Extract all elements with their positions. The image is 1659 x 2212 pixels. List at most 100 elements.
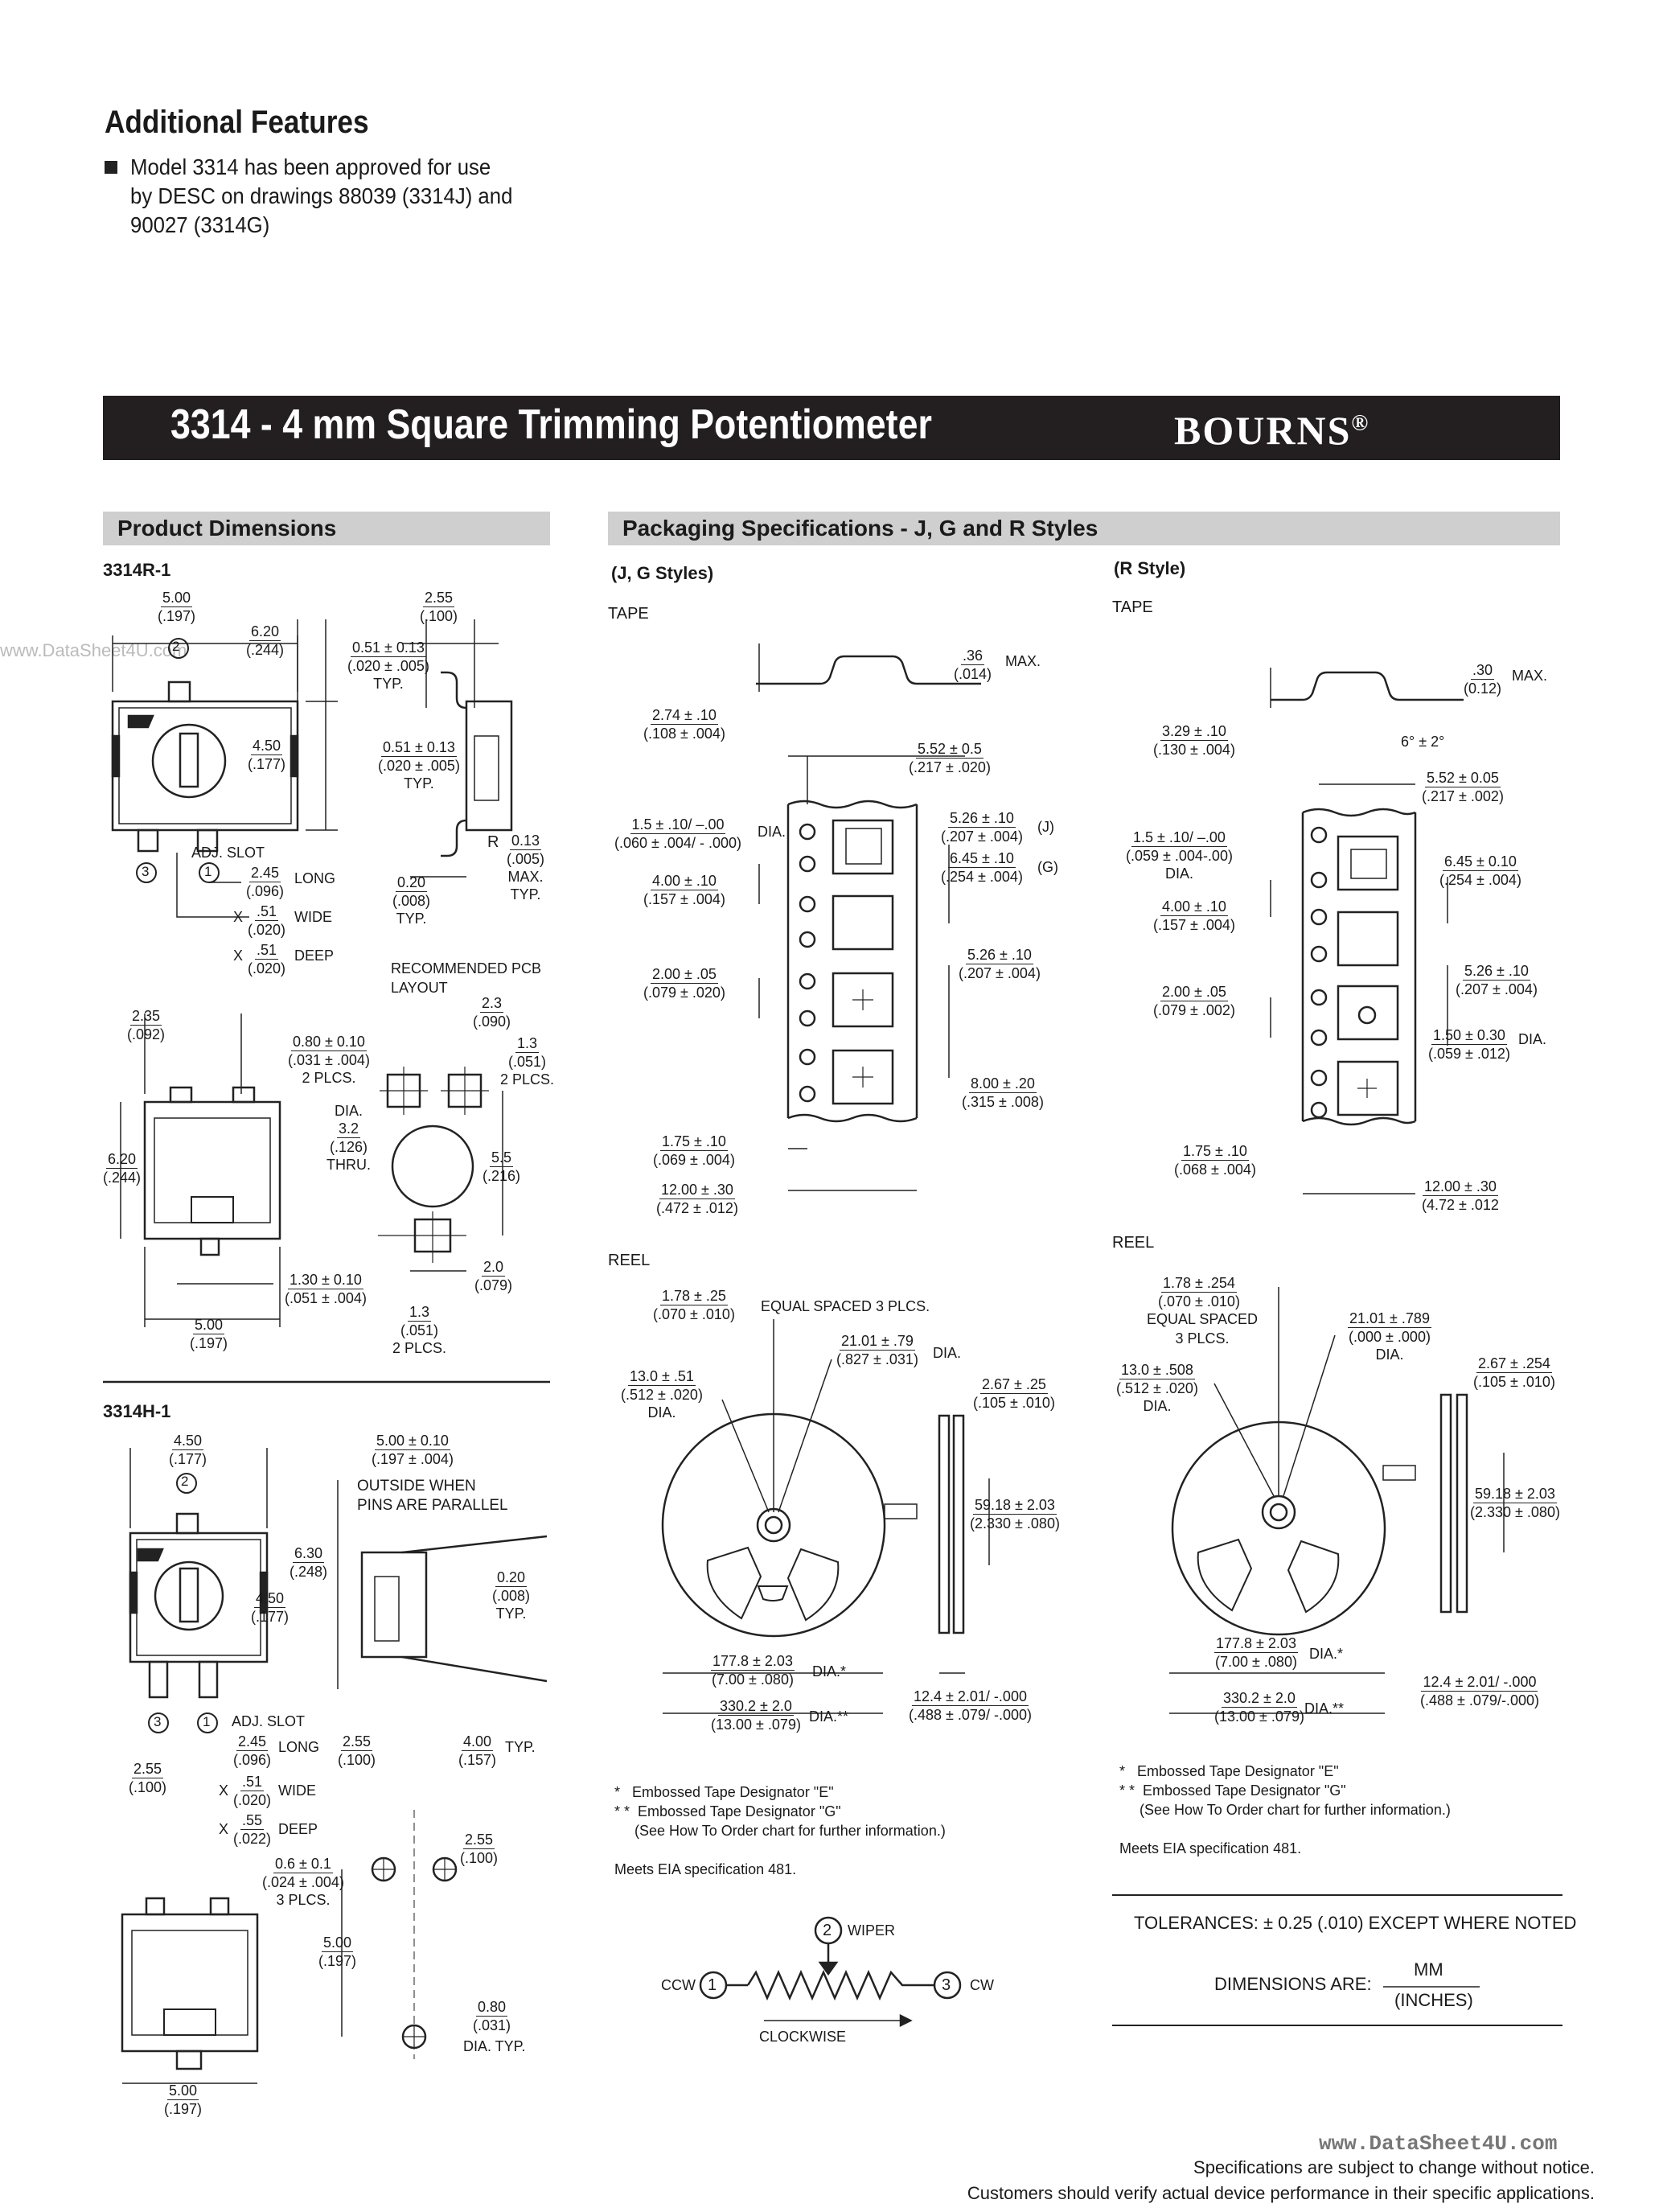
jg-max-label: MAX. (1005, 653, 1041, 669)
pcb-dim-13: 1.3(.051)2 PLCS. (500, 1035, 555, 1087)
pcb-dim-20: 2.0(.079) (474, 1259, 513, 1293)
r-dim-329: 3.29 ± .10(.130 ± .004) (1153, 723, 1235, 758)
r-dim-200: 2.00 ± .05(.079 ± .002) (1153, 984, 1235, 1018)
jgreel-dia-2star: DIA.** (809, 1708, 849, 1725)
jg-dim-526b: 5.26 ± .10(.207 ± .004) (959, 947, 1041, 981)
r-angle-label: 6° ± 2° (1401, 734, 1445, 750)
h1-dim-630: 6.30(.248) (290, 1545, 328, 1580)
r1-dim-130: 1.30 ± 0.10(.051 ± .004) (285, 1272, 367, 1306)
jgreel-dim-130: 13.0 ± .51(.512 ± .020)DIA. (621, 1368, 703, 1421)
h1-front-view (121, 1897, 259, 2084)
r1-dim-slot-wide: .51(.020) (248, 903, 286, 938)
features-title: Additional Features (105, 105, 369, 140)
h1-adj-slot: ADJ. SLOT (232, 1713, 306, 1729)
h1-pin-3-label: 3 (154, 1714, 162, 1729)
h1-wide-label: WIDE (278, 1782, 316, 1799)
h1-dim-pcb-255: 2.55(.100) (460, 1832, 499, 1866)
jgreel-dim-178: 1.78 ± .25(.070 ± .010) (653, 1288, 735, 1322)
h1-dim-020: 0.20(.008)TYP. (492, 1569, 531, 1622)
h1-dim-255: 2.55(.100) (338, 1733, 376, 1768)
rreel-dim-3302: 330.2 ± 2.0(13.00 ± .079) (1214, 1690, 1304, 1725)
jg-dim-645: 6.45 ± .10(.254 ± .004) (941, 850, 1023, 885)
jg-reel-drawing (661, 1319, 990, 1714)
unit-mm: MM (1414, 1959, 1443, 1980)
r1-dim-pin-thickness: 0.51 ± 0.13(.020 ± .005)TYP. (347, 639, 429, 692)
h1-dim-080: 0.80(.031) (473, 1999, 511, 2033)
style-jg: (J, G Styles) (611, 563, 714, 583)
rreel-dim-2101: 21.01 ± .789(.000 ± .000)DIA. (1348, 1310, 1431, 1363)
r-dim-526: 5.26 ± .10(.207 ± .004) (1456, 963, 1538, 997)
r1-front-view (120, 1013, 281, 1327)
jg-dim-400: 4.00 ± .10(.157 ± .004) (643, 873, 725, 907)
r-dim-400: 4.00 ± .10(.157 ± .004) (1153, 898, 1235, 933)
unit-inches: (INCHES) (1394, 1990, 1473, 2010)
h1-dim-500: 5.00 ± 0.10(.197 ± .004) (372, 1433, 454, 1467)
h1-x-label: X (219, 1782, 229, 1799)
jg-j-label: (J) (1037, 819, 1054, 835)
jgreel-dim-1778: 177.8 ± 2.03(7.00 ± .080) (711, 1653, 795, 1688)
model-3314r1: 3314R-1 (103, 560, 171, 580)
r-dim-150: 1.50 ± 0.30(.059 ± .012) (1428, 1027, 1510, 1062)
tolerance-text: TOLERANCES: ± 0.25 (.010) EXCEPT WHERE N… (1134, 1913, 1577, 1933)
notes-jg: * Embossed Tape Designator "E" * * Embos… (614, 1784, 946, 1877)
r-dia-label: DIA. (1518, 1031, 1547, 1047)
pin-1-label: 1 (204, 864, 212, 879)
jg-dim-526: 5.26 ± .10(.207 ± .004) (941, 810, 1023, 845)
tape-label-r: TAPE (1112, 598, 1153, 616)
model-3314h1: 3314H-1 (103, 1401, 171, 1421)
rreel-dim-178: 1.78 ± .254(.070 ± .010) (1158, 1275, 1240, 1310)
h1-dim-255-left: 2.55(.100) (129, 1761, 167, 1795)
features-list: Model 3314 has been approved for use by … (105, 153, 603, 240)
r1-dim-front-width: 5.00(.197) (190, 1317, 228, 1351)
r1-adj-slot: ADJ. SLOT (191, 845, 265, 861)
h1-pin-1-label: 1 (203, 1714, 211, 1729)
h1-deep-label: DEEP (278, 1821, 318, 1837)
sch-pin-3: 3 (942, 1976, 951, 1994)
h1-pcb-layout (341, 1810, 458, 2059)
sch-pin-2: 2 (823, 1922, 832, 1939)
jgreel-dia-star: DIA.* (812, 1663, 847, 1680)
rreel-dim-124: 12.4 ± 2.01/ -.000(.488 ± .079/-.000) (1420, 1674, 1539, 1708)
h1-dim-width: 4.50(.177) (169, 1433, 207, 1467)
jg-dim-274: 2.74 ± .10(.108 ± .004) (643, 707, 725, 742)
r1-dim-slot-long: 2.45(.096) (246, 865, 285, 899)
footer-line-2: Customers should verify actual device pe… (967, 2183, 1595, 2203)
r1-side-view (402, 619, 513, 878)
r1-wide-label: WIDE (294, 909, 332, 925)
jg-tape-drawing (756, 643, 981, 1191)
jgreel-dim-267: 2.67 ± .25(.105 ± .010) (973, 1376, 1055, 1411)
pcb-dim-hole: DIA.3.2(.126)THRU. (326, 1103, 371, 1173)
r-tape-drawing (1270, 668, 1464, 1194)
feature-item: Model 3314 has been approved for use by … (130, 154, 513, 237)
section-product-dimensions: Product Dimensions (103, 512, 550, 545)
h1-top-view (129, 1448, 269, 1733)
h1-dim-400: 4.00(.157) (458, 1733, 497, 1768)
h1-long-label: LONG (278, 1739, 320, 1755)
h1-dim-245: 2.45(.096) (233, 1733, 272, 1768)
jg-g-label: (G) (1037, 859, 1058, 875)
tape-label-jg: TAPE (608, 605, 649, 623)
r1-dim-height: 6.20(.244) (246, 623, 285, 658)
jgreel-dim-5918: 59.18 ± 2.03(2.330 ± .080) (970, 1497, 1060, 1532)
jg-dim-036: .36(.014) (954, 648, 992, 682)
h1-dim-450: 4.50(.177) (251, 1590, 290, 1625)
r1-long-label: LONG (294, 870, 336, 886)
reel-label-jg: REEL (608, 1252, 651, 1269)
sch-ccw: CCW (661, 1977, 696, 1993)
r1-dim-side: 2.55(.100) (420, 590, 458, 624)
footer-watermark: www.DataSheet4U.com (1319, 2132, 1558, 2156)
r1-dim-pin-thickness-2: 0.51 ± 0.13(.020 ± .005)TYP. (378, 739, 460, 791)
section-packaging: Packaging Specifications - J, G and R St… (608, 512, 1560, 545)
jg-dim-1200: 12.00 ± .30(.472 ± .012) (656, 1182, 738, 1216)
jg-dim-552: 5.52 ± 0.5(.217 ± .020) (909, 741, 991, 775)
h1-dia-typ: DIA. TYP. (463, 2038, 526, 2054)
rec-pcb-label: RECOMMENDED PCB LAYOUT (391, 960, 542, 996)
rreel-dim-267: 2.67 ± .254(.105 ± .010) (1473, 1355, 1555, 1390)
h1-outside-note: OUTSIDE WHEN PINS ARE PARALLEL (357, 1478, 508, 1514)
h1-dim-055: .55(.022) (233, 1812, 272, 1847)
jgreel-equal-spaced: EQUAL SPACED 3 PLCS. (761, 1298, 930, 1314)
r-dim-030: .30(0.12) (1464, 662, 1502, 697)
pcb-dim-23: 2.3(.090) (473, 995, 511, 1030)
sch-cw: CW (970, 1977, 994, 1993)
jg-dim-800: 8.00 ± .20(.315 ± .008) (962, 1075, 1044, 1110)
